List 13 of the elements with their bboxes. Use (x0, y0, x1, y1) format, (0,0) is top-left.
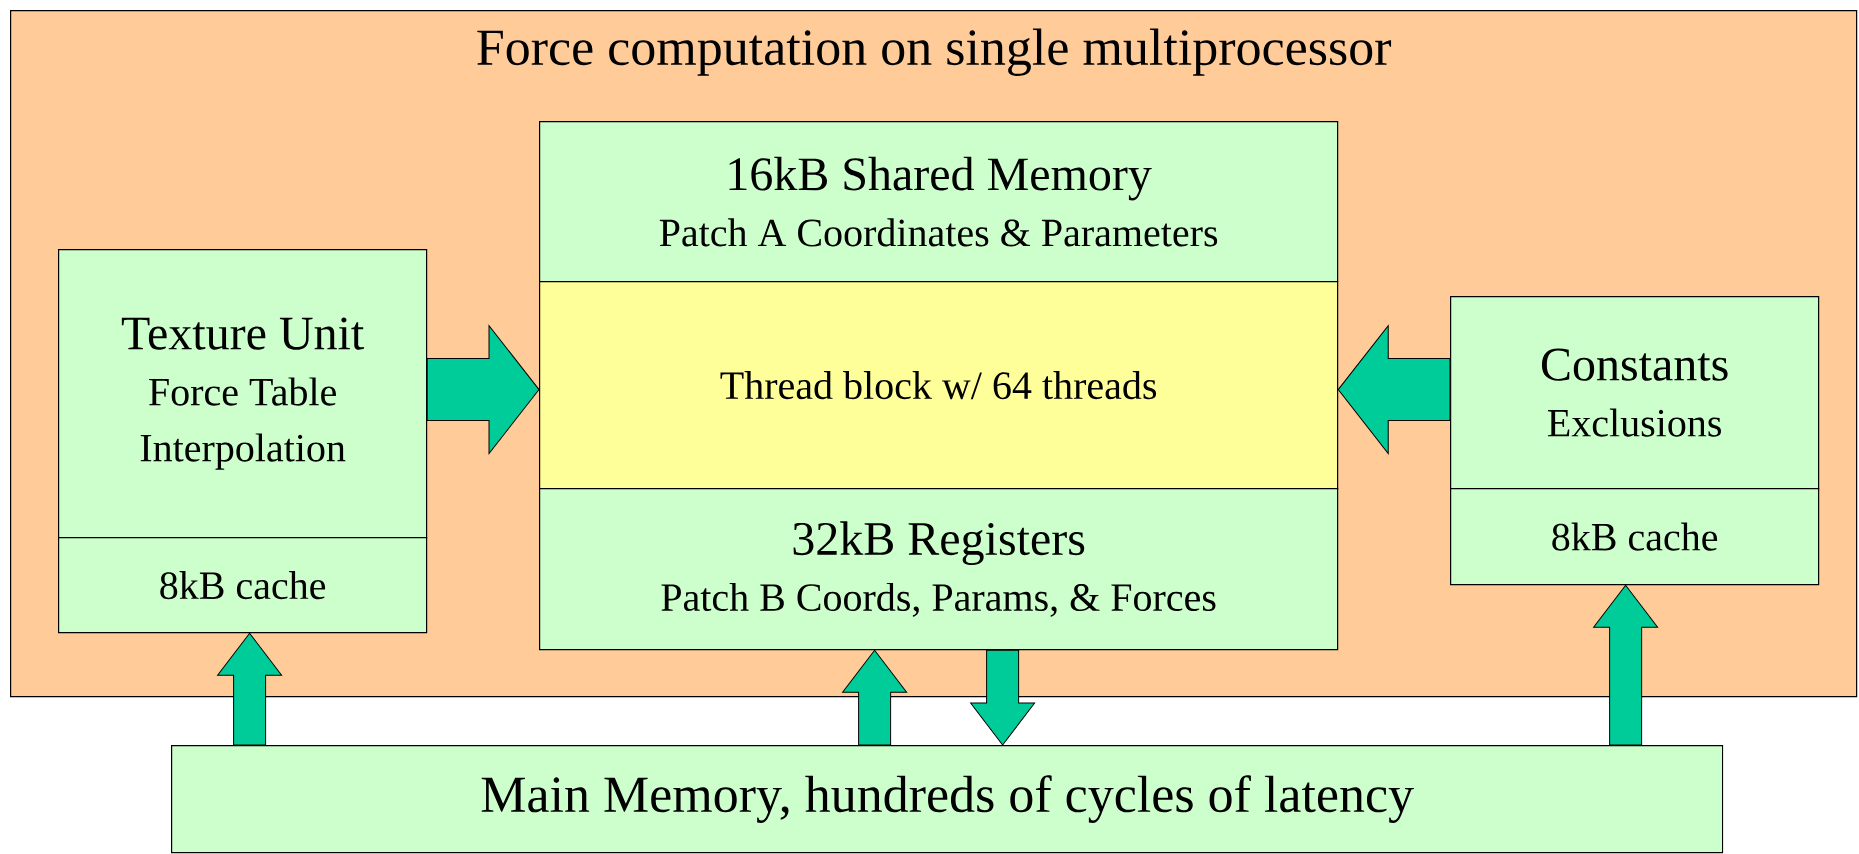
memory-box: 16kB Shared Memory Patch A Coordinates & Parameters (539, 121, 1339, 283)
unit-box: Constants Exclusions (1450, 296, 1820, 490)
cache-box: 8kB cache (58, 537, 428, 634)
cache-box: 8kB cache (1450, 488, 1820, 586)
block-arrow (1337, 325, 1451, 455)
memory-box: Main Memory, hundreds of cycles of latency (171, 745, 1724, 854)
block-arrow (970, 649, 1036, 746)
block-arrow (217, 632, 283, 746)
block-arrow (426, 325, 540, 455)
thread-block-box: Thread block w/ 64 threads (539, 281, 1339, 490)
block-arrow (1593, 584, 1659, 746)
block-arrow (842, 649, 908, 746)
memory-box: 32kB Registers Patch B Coords, Params, & Forces (539, 488, 1339, 651)
